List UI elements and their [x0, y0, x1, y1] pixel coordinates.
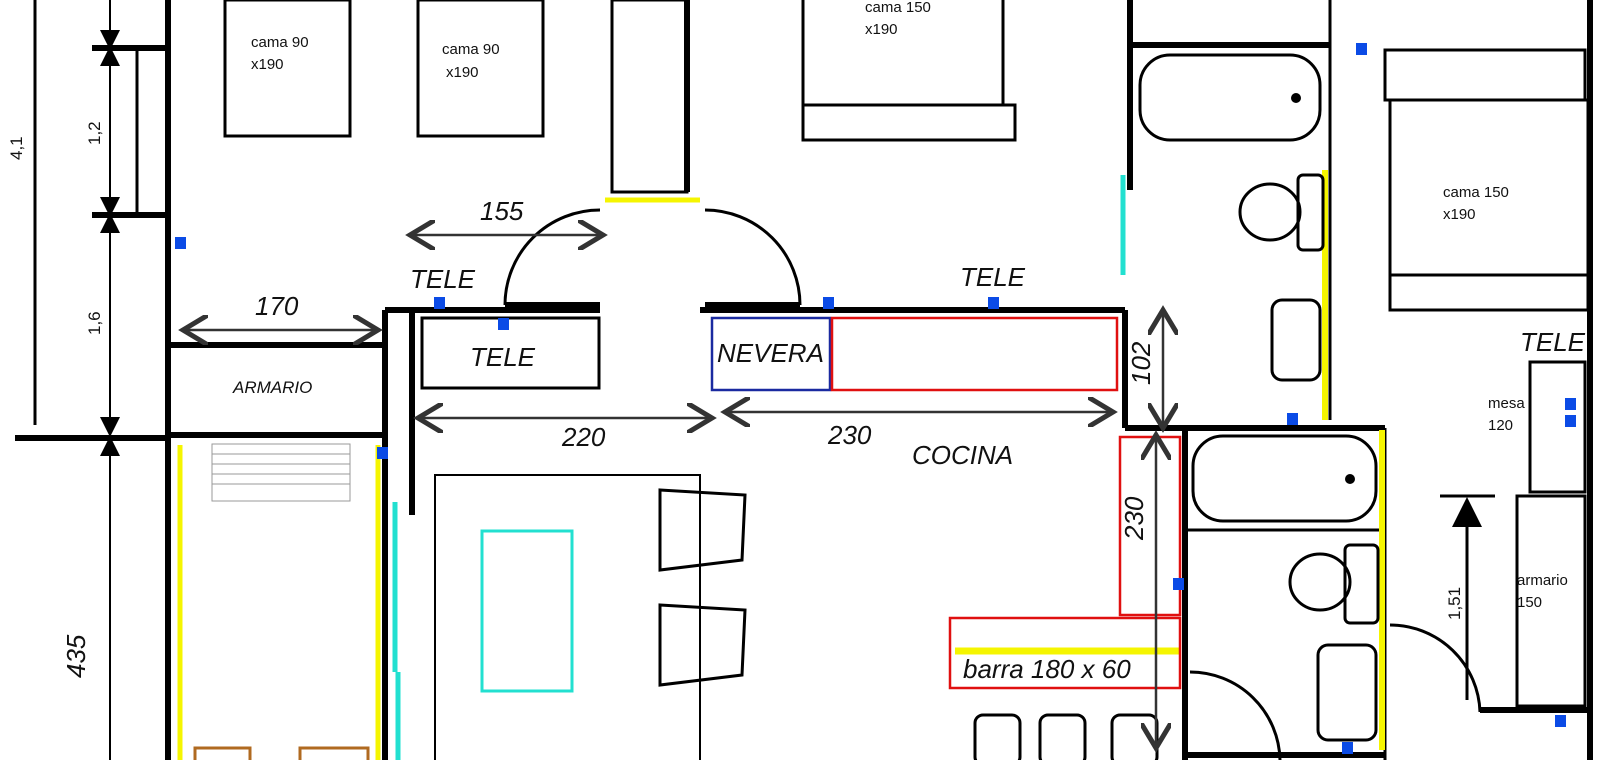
- svg-text:170: 170: [255, 291, 299, 321]
- bed-90-left: cama 90 x190: [223, 0, 352, 138]
- dim-1-6: 1,6: [85, 311, 104, 335]
- desk: mesa 120: [1488, 360, 1587, 494]
- wardrobe-right: armario 150: [1515, 494, 1587, 708]
- svg-text:155: 155: [480, 196, 524, 226]
- svg-text:cama 150: cama 150: [1443, 184, 1509, 201]
- bed-150-right: cama 150 x190: [1383, 48, 1590, 312]
- svg-text:mesa: mesa: [1488, 395, 1525, 412]
- dim-4-1: 4,1: [7, 136, 26, 160]
- svg-text:barra 180 x 60: barra 180 x 60: [963, 654, 1131, 684]
- svg-text:150: 150: [1517, 594, 1542, 611]
- bed-150-top: cama 150 x190: [801, 0, 1017, 142]
- svg-text:armario: armario: [1517, 572, 1568, 589]
- bathroom-bottom: [1191, 434, 1380, 742]
- svg-text:230: 230: [827, 420, 872, 450]
- svg-text:220: 220: [561, 422, 606, 452]
- dim-435: 435: [61, 634, 91, 678]
- kitchen-label: COCINA: [912, 440, 1013, 470]
- svg-text:x190: x190: [865, 21, 898, 38]
- svg-text:cama 150: cama 150: [865, 0, 931, 16]
- dim-1-2: 1,2: [85, 121, 104, 145]
- tv-label-3: TELE: [1520, 327, 1586, 357]
- svg-text:ARMARIO: ARMARIO: [232, 378, 312, 397]
- svg-text:cama 90: cama 90: [442, 41, 500, 58]
- bed-90-right: cama 90 x190: [416, 0, 545, 138]
- dimension-arrows: 170 155 220 230 102 230 1,51: [183, 196, 1495, 748]
- tv-unit-living: TELE: [420, 316, 601, 390]
- tv-label-2: TELE: [960, 262, 1026, 292]
- svg-text:230: 230: [1119, 496, 1149, 541]
- svg-text:x190: x190: [251, 56, 284, 73]
- bar-stools: [973, 713, 1159, 760]
- bar-counter: barra 180 x 60: [948, 616, 1182, 690]
- walls: [165, 0, 1593, 760]
- svg-text:x190: x190: [446, 64, 479, 81]
- svg-text:102: 102: [1126, 341, 1156, 385]
- tv-label-1: TELE: [410, 264, 476, 294]
- dining-table: [434, 474, 701, 760]
- wardrobe-left: ARMARIO: [232, 378, 312, 397]
- svg-text:x190: x190: [1443, 206, 1476, 223]
- svg-text:TELE: TELE: [470, 342, 536, 372]
- bathroom-top: [1138, 53, 1325, 382]
- fridge: NEVERA: [710, 316, 832, 392]
- svg-text:120: 120: [1488, 417, 1513, 434]
- kitchen-counter: [830, 316, 1119, 392]
- armchairs: [658, 488, 747, 687]
- outlet-markers: [175, 43, 1576, 754]
- svg-text:cama 90: cama 90: [251, 34, 309, 51]
- shelf-lines: [193, 443, 370, 760]
- left-dimensions: 4,1 1,2 1,6 435: [7, 0, 168, 760]
- svg-text:1,51: 1,51: [1445, 587, 1464, 620]
- svg-text:NEVERA: NEVERA: [717, 338, 824, 368]
